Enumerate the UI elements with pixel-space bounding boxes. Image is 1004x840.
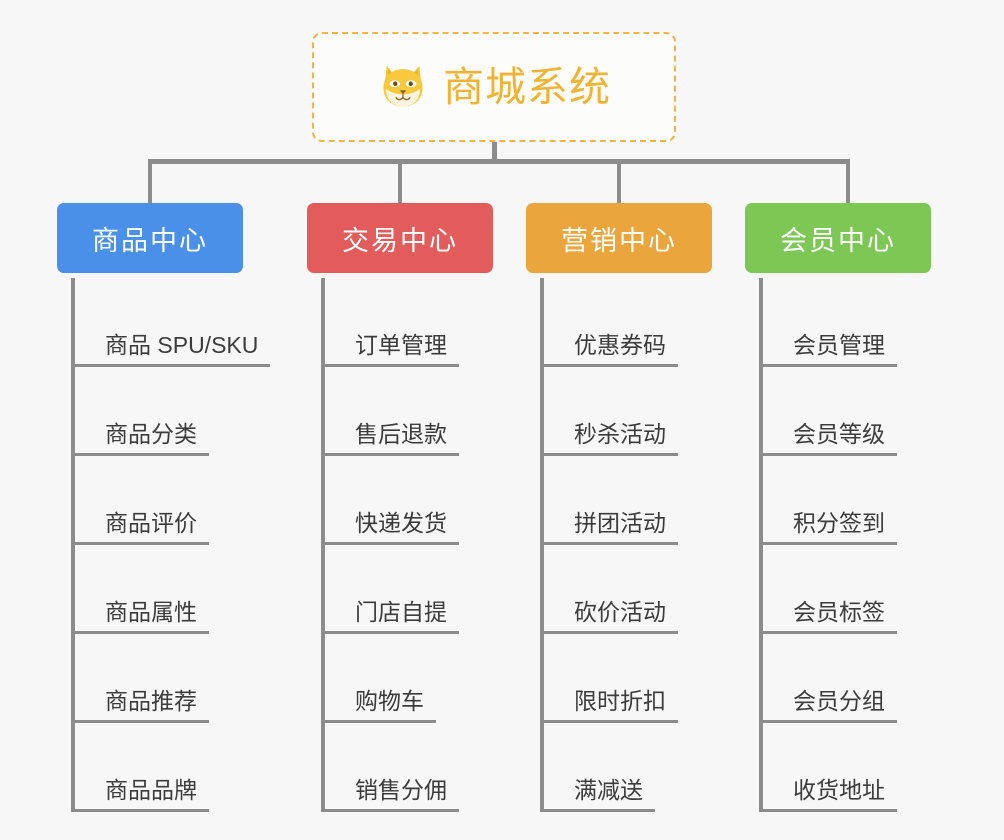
leaf-label: 商品品牌 — [75, 779, 209, 812]
category-title-3: 营销中心 — [561, 225, 677, 256]
category-header-4[interactable]: 会员中心 — [745, 203, 931, 273]
list-item[interactable]: 商品评价 — [75, 456, 270, 545]
leaf-label: 收货地址 — [763, 779, 897, 812]
category-column-会员中心: 会员中心 会员管理 会员等级 积分签到 会员标签 会员分组 收货地址 — [745, 203, 931, 812]
list-item[interactable]: 满减送 — [544, 723, 712, 812]
list-item[interactable]: 优惠券码 — [544, 278, 712, 367]
shiba-dog-face-icon — [383, 65, 423, 107]
list-item[interactable]: 订单管理 — [325, 278, 493, 367]
leaf-label: 拼团活动 — [544, 512, 678, 545]
category-column-交易中心: 交易中心 订单管理 售后退款 快递发货 门店自提 购物车 销售分佣 — [307, 203, 493, 812]
leaf-label: 快递发货 — [325, 512, 459, 545]
list-item[interactable]: 会员分组 — [763, 634, 931, 723]
list-item[interactable]: 商品属性 — [75, 545, 270, 634]
list-item[interactable]: 销售分佣 — [325, 723, 493, 812]
leaf-label: 会员标签 — [763, 601, 897, 634]
leaf-label: 售后退款 — [325, 423, 459, 456]
category-column-营销中心: 营销中心 优惠券码 秒杀活动 拼团活动 砍价活动 限时折扣 满减送 — [526, 203, 712, 812]
leaf-list-1: 商品 SPU/SKU 商品分类 商品评价 商品属性 商品推荐 商品品牌 — [71, 278, 271, 812]
list-item[interactable]: 快递发货 — [325, 456, 493, 545]
leaf-list-2: 订单管理 售后退款 快递发货 门店自提 购物车 销售分佣 — [321, 278, 493, 812]
list-item[interactable]: 会员标签 — [763, 545, 931, 634]
list-item[interactable]: 购物车 — [325, 634, 493, 723]
list-item[interactable]: 拼团活动 — [544, 456, 712, 545]
list-item[interactable]: 限时折扣 — [544, 634, 712, 723]
connector-drop-4 — [846, 159, 850, 205]
leaf-label: 购物车 — [325, 690, 436, 723]
leaf-label: 积分签到 — [763, 512, 897, 545]
list-item[interactable]: 商品推荐 — [75, 634, 270, 723]
list-item[interactable]: 商品分类 — [75, 367, 270, 456]
connector-drop-2 — [398, 159, 402, 205]
list-item[interactable]: 收货地址 — [763, 723, 931, 812]
connector-bus — [148, 159, 850, 164]
leaf-label: 订单管理 — [325, 334, 459, 367]
connector-drop-1 — [148, 159, 152, 205]
list-item[interactable]: 会员管理 — [763, 278, 931, 367]
leaf-label: 砍价活动 — [544, 601, 678, 634]
leaf-label: 会员管理 — [763, 334, 897, 367]
category-header-3[interactable]: 营销中心 — [526, 203, 712, 273]
leaf-label: 商品属性 — [75, 601, 209, 634]
category-header-2[interactable]: 交易中心 — [307, 203, 493, 273]
connector-drop-3 — [617, 159, 621, 205]
root-node[interactable]: 商城系统 — [312, 32, 676, 142]
leaf-label: 销售分佣 — [325, 779, 459, 812]
leaf-label: 会员分组 — [763, 690, 897, 723]
list-item[interactable]: 售后退款 — [325, 367, 493, 456]
list-item[interactable]: 门店自提 — [325, 545, 493, 634]
leaf-label: 商品 SPU/SKU — [75, 334, 271, 367]
category-header-1[interactable]: 商品中心 — [57, 203, 243, 273]
list-item[interactable]: 商品品牌 — [75, 723, 270, 812]
list-item[interactable]: 秒杀活动 — [544, 367, 712, 456]
leaf-label: 限时折扣 — [544, 690, 678, 723]
leaf-label: 门店自提 — [325, 601, 459, 634]
list-item[interactable]: 砍价活动 — [544, 545, 712, 634]
leaf-label: 满减送 — [544, 779, 655, 812]
category-title-4: 会员中心 — [780, 225, 896, 256]
list-item[interactable]: 会员等级 — [763, 367, 931, 456]
leaf-label: 商品推荐 — [75, 690, 209, 723]
list-item[interactable]: 商品 SPU/SKU — [75, 278, 271, 367]
root-title: 商城系统 — [443, 63, 611, 110]
connector-root-stem — [492, 142, 497, 163]
leaf-label: 商品评价 — [75, 512, 209, 545]
leaf-label: 优惠券码 — [544, 334, 678, 367]
leaf-list-3: 优惠券码 秒杀活动 拼团活动 砍价活动 限时折扣 满减送 — [540, 278, 712, 812]
category-title-2: 交易中心 — [342, 225, 458, 256]
leaf-label: 秒杀活动 — [544, 423, 678, 456]
category-title-1: 商品中心 — [92, 225, 208, 256]
category-column-商品中心: 商品中心 商品 SPU/SKU 商品分类 商品评价 商品属性 商品推荐 商品品牌 — [57, 203, 271, 812]
leaf-label: 会员等级 — [763, 423, 897, 456]
leaf-list-4: 会员管理 会员等级 积分签到 会员标签 会员分组 收货地址 — [759, 278, 931, 812]
list-item[interactable]: 积分签到 — [763, 456, 931, 545]
leaf-label: 商品分类 — [75, 423, 209, 456]
